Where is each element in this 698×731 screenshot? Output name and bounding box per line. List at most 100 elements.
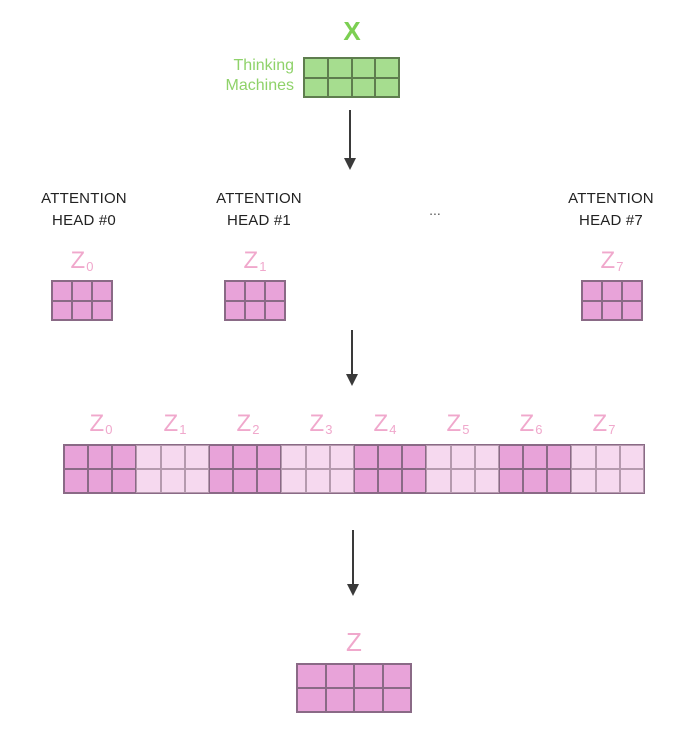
arrow-down-2 [351,330,353,374]
z-subscript: 7 [608,422,616,437]
matrix-cell [136,469,161,493]
matrix-cell [297,664,326,688]
head-0-line2: HEAD #0 [52,212,116,229]
matrix-cell [378,469,403,493]
matrix-cell [353,445,379,469]
head-7-title: ATTENTION HEAD #7 [546,188,676,232]
concatenated-z-matrix [63,444,645,494]
matrix-cell [233,445,258,469]
z-letter: Z [163,410,179,437]
matrix-cell [375,77,399,97]
matrix-cell [233,469,258,493]
matrix-cell [208,469,234,493]
matrix-cell [184,445,209,469]
concat-z-label: Z5 [428,410,488,438]
matrix-cell [92,300,112,320]
ellipsis: ... [429,202,441,218]
z-letter: Z [519,410,535,437]
concat-z-label: Z6 [501,410,561,438]
matrix-cell [52,300,72,320]
matrix-cell [281,445,306,469]
head-1-title: ATTENTION HEAD #1 [194,188,324,232]
matrix-cell [297,688,326,712]
concat-z-label: Z0 [71,410,131,438]
concat-z-label: Z7 [574,410,634,438]
arrow-head-2 [346,374,358,386]
matrix-cell [112,469,137,493]
z-letter: Z [592,410,608,437]
matrix-cell [450,445,475,469]
matrix-cell [257,469,282,493]
matrix-cell [136,445,161,469]
matrix-cell [160,445,185,469]
z-letter: Z [446,410,462,437]
matrix-cell [402,445,427,469]
matrix-cell [619,445,644,469]
matrix-cell [281,469,306,493]
matrix-cell [595,445,620,469]
matrix-cell [327,77,352,97]
matrix-cell [112,445,137,469]
matrix-cell [245,281,265,301]
head-7-line1: ATTENTION [568,190,654,207]
matrix-cell [474,469,499,493]
concat-z-label: Z1 [145,410,205,438]
matrix-cell [426,445,451,469]
z-subscript: 7 [616,259,624,274]
matrix-cell [72,300,92,320]
matrix-cell [72,281,92,301]
matrix-cell [622,281,642,301]
matrix-cell [327,58,352,78]
matrix-cell [622,300,642,320]
matrix-cell [602,281,622,301]
matrix-cell [64,445,89,469]
matrix-cell [547,469,572,493]
matrix-cell [265,281,285,301]
matrix-cell [225,300,245,320]
matrix-cell [325,688,354,712]
matrix-cell [523,469,548,493]
z-letter: Z [236,410,252,437]
z-subscript: 1 [259,259,267,274]
matrix-cell [160,469,185,493]
matrix-cell [305,469,330,493]
z-subscript: 2 [252,422,260,437]
matrix-cell [602,300,622,320]
matrix-cell [64,469,89,493]
z-letter: Z [373,410,389,437]
matrix-cell [582,300,602,320]
matrix-cell [595,469,620,493]
matrix-cell [88,469,113,493]
z-letter: Z [600,247,616,274]
matrix-cell [354,664,383,688]
matrix-cell [354,688,383,712]
matrix-cell [382,688,411,712]
head-1-line2: HEAD #1 [227,212,291,229]
z-subscript: 0 [86,259,94,274]
head-7-line2: HEAD #7 [579,212,643,229]
matrix-cell [571,469,596,493]
z-subscript: 4 [389,422,397,437]
matrix-cell [245,300,265,320]
input-label: X [343,16,361,46]
output-z-matrix [296,663,412,713]
output-label: Z [346,627,362,657]
matrix-cell [208,445,234,469]
z-subscript: 0 [105,422,113,437]
matrix-cell [547,445,572,469]
head-0-line1: ATTENTION [41,190,127,207]
matrix-cell [498,445,524,469]
matrix-cell [88,445,113,469]
arrow-head-3 [347,584,359,596]
matrix-cell [582,281,602,301]
z-letter: Z [70,247,86,274]
arrow-head-1 [344,158,356,170]
input-word-thinking: Thinking [233,57,294,74]
matrix-cell [92,281,112,301]
matrix-cell [52,281,72,301]
matrix-cell [498,469,524,493]
matrix-cell [402,469,427,493]
z-letter: Z [89,410,105,437]
z-letter: Z [243,247,259,274]
head-7-z-matrix [581,280,643,321]
